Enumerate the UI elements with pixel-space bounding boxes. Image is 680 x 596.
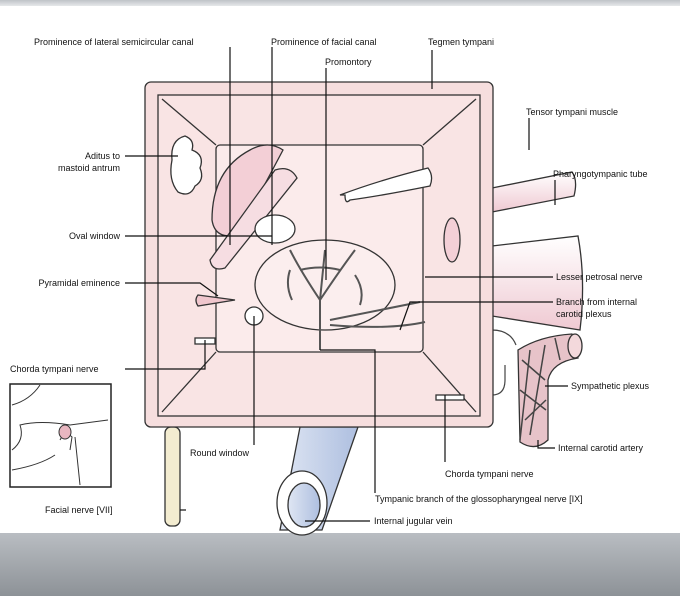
leader-lines <box>125 47 568 522</box>
label-tympanic-branch: Tympanic branch of the glossopharyngeal … <box>375 494 583 504</box>
label-promontory: Promontory <box>325 57 372 67</box>
label-lateral-canal: Prominence of lateral semicircular canal <box>34 37 194 47</box>
label-branch-carotid-2: carotid plexus <box>556 309 612 319</box>
label-tensor-tympani: Tensor tympani muscle <box>526 107 618 117</box>
aditus-shape <box>170 135 203 195</box>
label-tegmen-tympani: Tegmen tympani <box>428 37 494 47</box>
chorda-tympani-opening-right <box>435 394 465 401</box>
label-chorda-tympani-right: Chorda tympani nerve <box>445 469 534 479</box>
tensor-canal <box>339 167 433 203</box>
label-pyramidal-eminence: Pyramidal eminence <box>38 278 120 288</box>
label-internal-jugular: Internal jugular vein <box>374 516 453 526</box>
promontory <box>254 239 426 350</box>
pyramidal-eminence <box>195 294 236 307</box>
label-oval-window: Oval window <box>69 231 121 241</box>
label-round-window: Round window <box>190 448 250 458</box>
label-aditus-2: mastoid antrum <box>58 163 120 173</box>
label-sympathetic-plexus: Sympathetic plexus <box>571 381 650 391</box>
label-lesser-petrosal: Lesser petrosal nerve <box>556 272 643 282</box>
orientation-inset <box>9 383 112 488</box>
label-aditus: Aditus to <box>85 151 120 161</box>
label-chorda-tympani-left: Chorda tympani nerve <box>10 364 99 374</box>
tube-opening <box>443 217 461 263</box>
label-facial-canal: Prominence of facial canal <box>271 37 377 47</box>
facial-canal-prominence <box>209 167 298 270</box>
internal-carotid-artery <box>491 329 583 448</box>
oval-window <box>254 214 296 244</box>
facial-nerve <box>164 426 181 527</box>
label-facial-nerve: Facial nerve [VII] <box>45 505 113 515</box>
internal-jugular-vein <box>276 426 359 536</box>
bottom-bar <box>0 533 680 596</box>
pharyngotympanic-tube <box>491 235 584 331</box>
label-internal-carotid: Internal carotid artery <box>558 443 644 453</box>
top-bar <box>0 0 680 6</box>
label-branch-carotid: Branch from internal <box>556 297 637 307</box>
label-pharyngotympanic-tube: Pharyngotympanic tube <box>553 169 648 179</box>
